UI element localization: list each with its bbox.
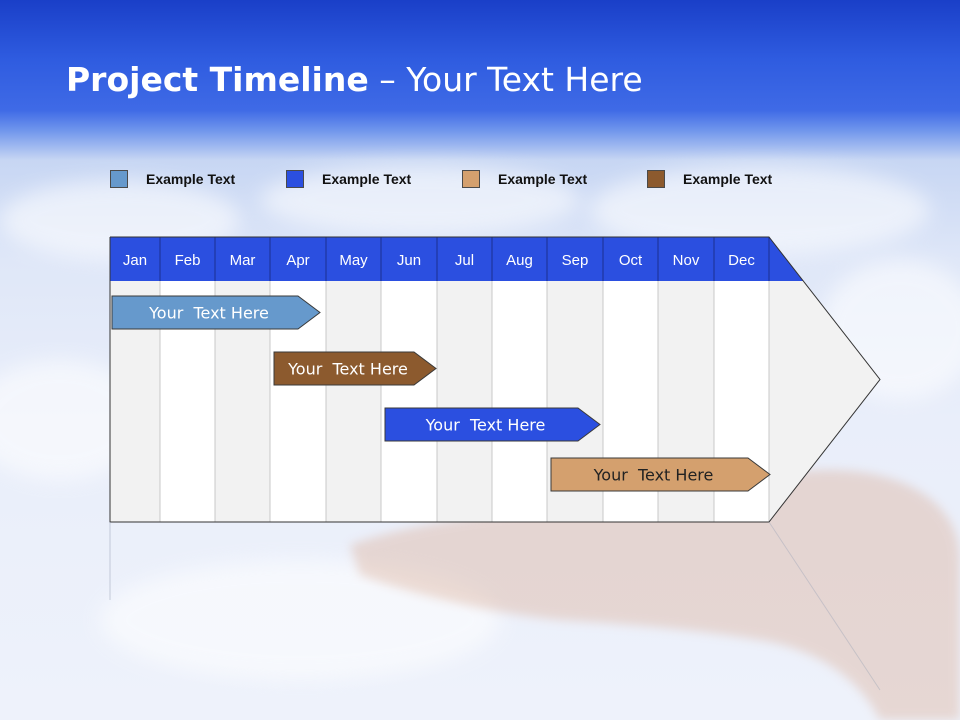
month-label-mar: Mar [230, 252, 256, 269]
month-label-jan: Jan [123, 252, 147, 269]
page-title: Project Timeline – Your Text Here [66, 60, 643, 99]
month-label-dec: Dec [728, 252, 755, 269]
legend-swatch-1 [110, 170, 128, 188]
month-label-oct: Oct [619, 252, 643, 269]
month-column-aug [492, 281, 547, 522]
legend-item-3: Example Text [462, 170, 587, 188]
legend-swatch-4 [647, 170, 665, 188]
legend-label-1: Example Text [146, 171, 236, 187]
month-column-may [326, 281, 381, 522]
page-title-bold: Project Timeline [66, 60, 369, 99]
legend-item-4: Example Text [647, 170, 772, 188]
month-column-jul [437, 281, 492, 522]
legend-label-3: Example Text [498, 171, 588, 187]
month-label-aug: Aug [506, 252, 533, 269]
task-bar-3 [384, 407, 601, 442]
legend-swatch-3 [462, 170, 480, 188]
month-label-jul: Jul [455, 252, 474, 269]
month-label-may: May [339, 252, 368, 269]
task-label-3: Your Text Here [425, 416, 546, 435]
task-label-1: Your Text Here [148, 304, 269, 323]
task-bar-1 [111, 295, 321, 330]
legend-label-2: Example Text [322, 171, 412, 187]
legend-label-4: Example Text [683, 171, 773, 187]
legend-item-1: Example Text [110, 170, 235, 188]
task-label-4: Your Text Here [593, 466, 714, 485]
month-label-sep: Sep [562, 252, 589, 269]
task-bar-4 [550, 457, 771, 492]
month-header [110, 237, 804, 281]
task-bar-2 [273, 351, 437, 386]
legend-swatch-2 [286, 170, 304, 188]
month-label-feb: Feb [175, 252, 201, 269]
page-title-regular: – Your Text Here [368, 60, 643, 99]
month-label-jun: Jun [397, 252, 421, 269]
timeline-arrow-outline [109, 236, 881, 523]
month-column-jun [381, 281, 437, 522]
month-label-nov: Nov [673, 252, 700, 269]
task-label-2: Your Text Here [287, 360, 408, 379]
legend-item-2: Example Text [286, 170, 411, 188]
month-label-apr: Apr [286, 252, 309, 269]
legend: Example Text Example Text Example Text E… [0, 170, 960, 194]
reflection-line [768, 521, 881, 691]
